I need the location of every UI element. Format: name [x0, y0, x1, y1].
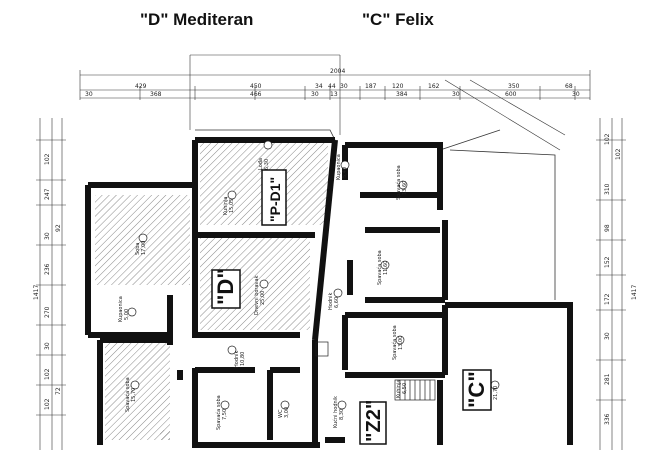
dim-right-7: 281 — [604, 373, 611, 385]
dim-left-10: 72 — [55, 387, 62, 395]
top-dimension-lines — [79, 54, 591, 151]
dim-right-6: 30 — [604, 332, 611, 340]
title-left: "D" Mediteran — [140, 10, 254, 29]
room-kitchen-d-area: 15,05 — [229, 199, 235, 213]
room-bedroom-c3-label: Spavaća soba — [391, 325, 398, 360]
room-loggia-label: Lođa — [258, 158, 264, 170]
room-common-hall-label: Kućni hodnik — [332, 396, 339, 428]
terrace-outline — [195, 129, 556, 300]
hatched-areas — [95, 140, 328, 440]
unit-label-pd1: "P-D1" — [267, 177, 283, 222]
room-wc-area: 3,00 — [284, 407, 290, 418]
room-kitchen-d-label: Kuhinja — [223, 197, 229, 215]
dim-right-3: 98 — [604, 224, 611, 232]
dim-top2-3: 466 — [250, 91, 262, 98]
c-label-box — [462, 369, 492, 411]
d-label-box — [211, 269, 241, 309]
room-bedroom-c1-area: 13,60 — [402, 181, 408, 195]
dim-top2-4: 30 — [311, 91, 319, 98]
dim-top-9: 350 — [508, 83, 520, 90]
room-living-d-label: Dnevni boravak — [254, 275, 260, 315]
dim-left-3: 30 — [44, 232, 51, 240]
title-right: "C" Felix — [362, 10, 434, 29]
dim-right-2: 310 — [604, 183, 611, 195]
room-kitchen-c-label: Kuhinja — [396, 380, 402, 398]
dim-top-2: 450 — [250, 83, 262, 90]
unit-label-c: "C" — [464, 371, 489, 408]
dim-top-1: 429 — [135, 83, 147, 90]
room-bedroom-c3-area: 13,00 — [398, 336, 404, 350]
dim-left-7: 102 — [44, 368, 51, 380]
dim-right-9: 102 — [615, 148, 622, 160]
dim-left-2: 247 — [44, 188, 51, 200]
dim-top-10: 68 — [565, 83, 573, 90]
room-bedroom-c1-label: Spavaća soba — [395, 165, 402, 200]
dim-top-3: 34 — [315, 83, 323, 90]
room-hall-c-label: Hodnik — [328, 292, 334, 310]
pd1-label-box — [261, 169, 287, 226]
room-soba-label: Soba — [135, 243, 141, 255]
room-wc-label: WC — [278, 409, 284, 418]
dim-left-5: 270 — [44, 306, 51, 318]
dim-top2-9: 30 — [572, 91, 580, 98]
dim-left-8: 102 — [44, 398, 51, 410]
dim-top2-8: 600 — [505, 91, 517, 98]
room-bedroom-c2-label: Spavaća soba — [376, 250, 383, 285]
room-markers — [127, 140, 500, 410]
walls — [85, 137, 573, 448]
room-bedroom-c2-area: 11,60 — [383, 261, 389, 275]
room-bedroom-d1-label: Spavaća soba — [124, 377, 131, 412]
dim-top2-5: 13 — [330, 91, 338, 98]
dim-top-4: 44 — [328, 83, 336, 90]
dim-left-6: 30 — [44, 342, 51, 350]
room-bedroom-d1-area: 15,70 — [131, 388, 137, 402]
dim-top-total: 2004 — [330, 68, 345, 75]
dim-top2-7: 30 — [452, 91, 460, 98]
dim-left-total: 1417 — [33, 285, 40, 300]
room-living-c-area: 21,70 — [493, 386, 499, 400]
room-loggia-area: 6,30 — [264, 159, 270, 170]
dim-top-8: 162 — [428, 83, 440, 90]
dim-left-4: 236 — [44, 263, 51, 275]
dim-right-total: 1417 — [631, 285, 638, 300]
z2-label-box — [359, 401, 387, 445]
room-hall-d-area: 10,80 — [240, 352, 246, 366]
unit-label-z2: "Z2" — [363, 400, 385, 442]
room-kitchen-c-area: 6,50 — [402, 383, 408, 394]
dim-right-5: 172 — [604, 293, 611, 305]
room-bath-c-area: 5,40 — [342, 167, 348, 178]
room-bedroom-d2-label: Spavaća soba — [215, 395, 222, 430]
dim-top2-1: 30 — [85, 91, 93, 98]
room-bedroom-d2-area: 7,50 — [222, 409, 228, 420]
room-living-d-area: 25,00 — [260, 291, 266, 305]
dim-top-5: 30 — [340, 83, 348, 90]
stairwell — [315, 341, 436, 401]
unit-label-d: "D" — [213, 268, 238, 305]
dim-right-8: 336 — [604, 413, 611, 425]
dim-top2-2: 368 — [150, 91, 162, 98]
room-hall-d-label: Hodnik — [234, 350, 240, 368]
top-dimension-ticks — [139, 86, 576, 100]
dim-left-9: 92 — [55, 224, 62, 232]
dim-top-7: 120 — [392, 83, 404, 90]
room-soba-area: 17,00 — [141, 241, 147, 255]
room-bath-c-label: Kupaonica — [336, 154, 342, 180]
room-bath-d-label: Kupaonica — [118, 296, 124, 322]
left-dimension-lines — [36, 118, 66, 450]
room-hall-c-area: 6,60 — [334, 297, 340, 308]
right-dimension-lines — [596, 118, 626, 450]
dim-top-6: 187 — [365, 83, 377, 90]
room-common-hall-area: 8,30 — [339, 409, 345, 420]
dim-right-1: 102 — [604, 133, 611, 145]
dim-left-1: 102 — [44, 153, 51, 165]
room-bath-d-area: 5,00 — [124, 309, 130, 320]
dim-top2-6: 384 — [396, 91, 408, 98]
dim-right-4: 152 — [604, 256, 611, 268]
